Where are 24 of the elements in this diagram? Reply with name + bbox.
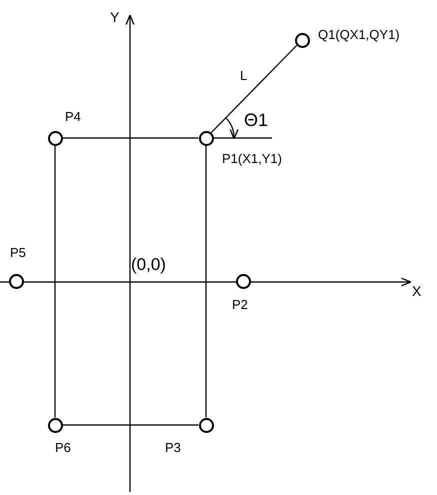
point-label: P3 [165,441,181,454]
connector-line [54,146,56,418]
point-circle [198,130,214,146]
point-label: P2 [232,298,248,311]
origin-label: (0,0) [131,256,166,273]
connector-line [62,137,198,139]
edge-label: L [240,69,248,82]
point-circle [48,130,62,146]
axis-label: X [412,284,422,298]
point-circle [236,274,250,288]
axis-label: Y [110,10,120,24]
connector-line [62,424,198,426]
connector-line [205,146,207,418]
point-label: P5 [10,246,26,259]
point-label: Q1(QX1,QY1) [318,28,400,41]
point-circle [198,418,214,432]
point-label: P4 [65,110,81,123]
point-circle [8,274,24,288]
point-circle [294,32,310,48]
point-circle [48,418,62,432]
point-label: P6 [55,441,71,454]
angle-label: Θ1 [244,111,268,129]
point-label: P1(X1,Y1) [222,152,282,165]
connector-line [210,44,298,134]
